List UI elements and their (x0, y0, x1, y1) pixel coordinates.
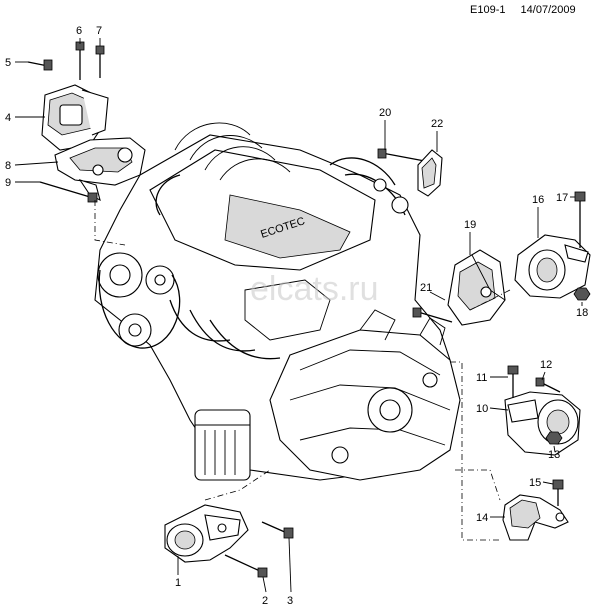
callout-9: 9 (5, 177, 11, 189)
callout-22: 22 (431, 118, 443, 130)
callout-13: 13 (548, 449, 560, 461)
gearbox-assembly (269, 309, 461, 481)
bolt-2 (224, 554, 268, 578)
callout-3: 3 (287, 595, 293, 607)
bolt-5 (27, 59, 53, 71)
part-21-bolt (412, 307, 453, 323)
bolt-15 (552, 479, 564, 506)
callout-8: 8 (5, 160, 11, 172)
bolt-6 (75, 41, 85, 80)
callout-18: 18 (576, 307, 588, 319)
callout-2: 2 (262, 595, 268, 607)
callout-1: 1 (175, 577, 181, 589)
diagram-header: E109-1 14/07/2009 (470, 4, 588, 16)
diagram-ref: E109-1 (470, 4, 506, 16)
part-4-mount-bracket (41, 84, 109, 151)
callout-7: 7 (96, 25, 102, 37)
callout-20: 20 (379, 107, 391, 119)
dash-link-14 (455, 469, 501, 501)
bolt-12 (535, 377, 561, 393)
nut-13 (545, 431, 563, 445)
part-8-mount-arm (54, 137, 146, 202)
diagram-date: 14/07/2009 (520, 4, 576, 16)
part-19-mount-bracket (447, 249, 506, 326)
bolt-3 (261, 521, 294, 539)
part-10-gearbox-mount (504, 391, 581, 456)
part-14-bracket (502, 494, 569, 541)
callout-labels: 1 2 3 4 5 6 7 8 9 10 11 12 13 14 15 16 1… (5, 25, 588, 607)
callout-16: 16 (532, 194, 544, 206)
callout-14: 14 (476, 512, 488, 524)
callout-10: 10 (476, 403, 488, 415)
bolt-9 (39, 181, 98, 203)
callout-19: 19 (464, 219, 476, 231)
callout-11: 11 (476, 372, 487, 384)
bolt-11 (507, 365, 519, 398)
dash-link-9 (94, 200, 126, 246)
part-22-heat-shield (417, 149, 443, 197)
callout-21: 21 (420, 282, 432, 294)
bolt-7 (95, 45, 105, 78)
bolt-17 (574, 191, 586, 248)
callout-6: 6 (76, 25, 82, 37)
callout-5: 5 (5, 57, 11, 69)
nut-18 (573, 287, 591, 301)
dash-link-16 (469, 289, 511, 311)
part-1-lower-mount (164, 504, 249, 563)
callout-4: 4 (5, 112, 11, 124)
callout-15: 15 (529, 477, 541, 489)
dash-frame-right (450, 361, 500, 541)
watermark-text: elcats.ru (250, 270, 379, 308)
leader-lines (14, 38, 583, 593)
callout-12: 12 (540, 359, 552, 371)
callout-17: 17 (556, 192, 568, 204)
part-16-engine-mount (514, 234, 591, 299)
